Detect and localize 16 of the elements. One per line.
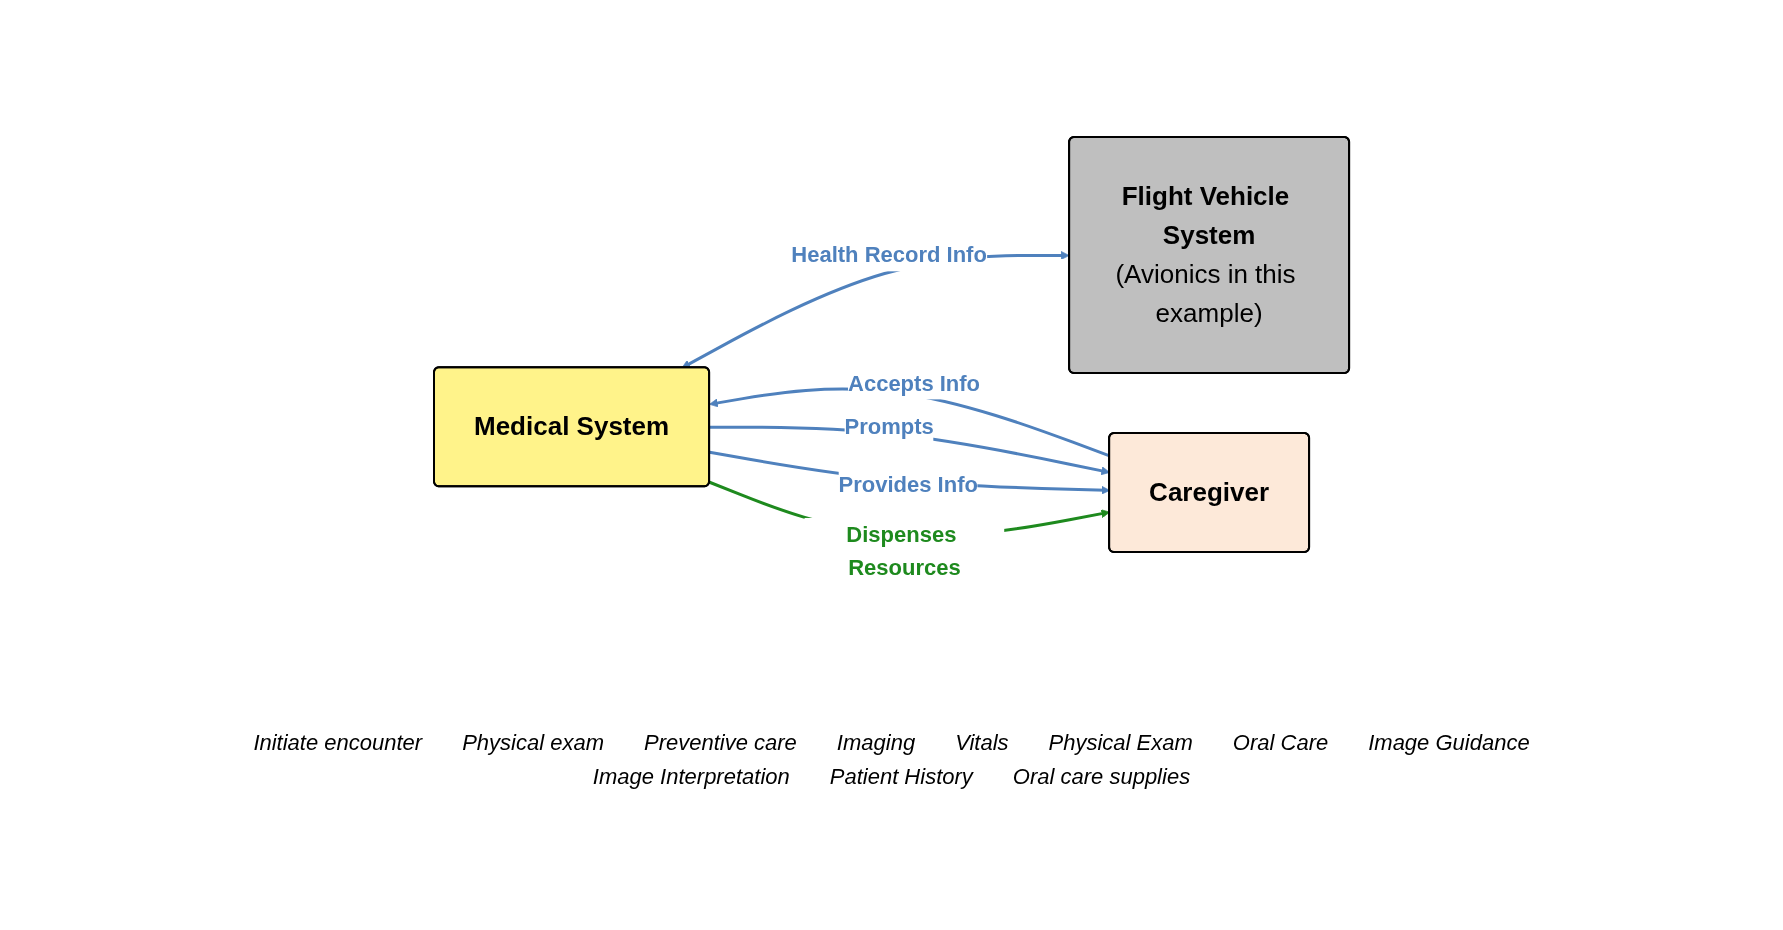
bullet-item: Image Guidance bbox=[1368, 730, 1530, 756]
bullet-item: Patient History bbox=[829, 764, 973, 790]
bullet-item: Oral Care bbox=[1232, 730, 1329, 756]
bullet-item: Initiate encounter bbox=[253, 730, 423, 756]
bullet-item: Vitals bbox=[955, 730, 1009, 756]
bullet-item: Imaging bbox=[836, 730, 916, 756]
edge-label: Prompts bbox=[844, 413, 934, 439]
bullet-item: Physical exam bbox=[462, 730, 604, 756]
edge-label: Dispenses Resources bbox=[846, 521, 961, 580]
edge-label: Health Record Info bbox=[791, 242, 987, 268]
edge-label: Provides Info bbox=[838, 471, 978, 497]
bullet-item: Physical Exam bbox=[1048, 730, 1193, 756]
bullet-item: Oral care supplies bbox=[1012, 764, 1191, 790]
bullet-item: Preventive care bbox=[644, 730, 797, 756]
bullet-item: Image Interpretation bbox=[592, 764, 790, 790]
edge-label: Accepts Info bbox=[847, 370, 981, 396]
